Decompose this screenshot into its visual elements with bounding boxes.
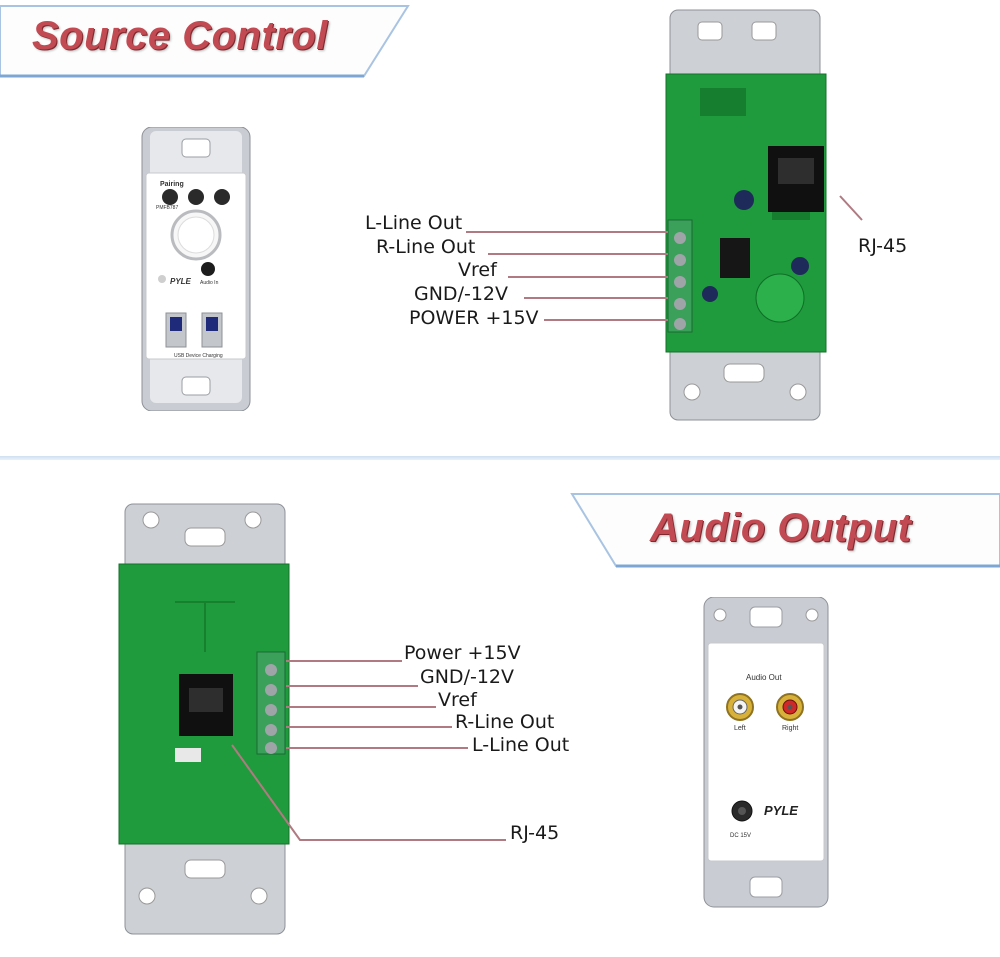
- source-control-title: Source Control: [32, 14, 328, 58]
- dc-label: DC 15V: [730, 833, 752, 839]
- audio-output-banner-shape: [570, 493, 1000, 568]
- source-control-banner-shape: [0, 5, 410, 78]
- leader-rj45-top: [839, 195, 863, 221]
- source-power-label: POWER +15V: [409, 307, 539, 329]
- source-gnd-label: GND/-12V: [414, 283, 508, 305]
- output-l-line-out-label: L-Line Out: [472, 734, 570, 756]
- source-l-line-out-label: L-Line Out: [365, 212, 463, 234]
- output-power-label: Power +15V: [404, 642, 521, 664]
- model-label: PMFB787: [156, 205, 179, 211]
- leader-out-rj45: [231, 744, 506, 841]
- output-r-line-out-label: R-Line Out: [455, 711, 555, 733]
- audio-output-title: Audio Output: [650, 506, 912, 550]
- output-vref-label: Vref: [438, 689, 477, 711]
- usb-charging-label: USB Device Charging: [174, 353, 223, 359]
- source-rj45-label: RJ-45: [858, 235, 908, 257]
- output-gnd-label: GND/-12V: [420, 666, 514, 688]
- pairing-label: Pairing: [160, 181, 184, 188]
- section-divider: [0, 456, 1000, 460]
- source-control-pcb: [665, 9, 827, 421]
- audio-out-label: Audio Out: [746, 673, 782, 682]
- output-rj45-label: RJ-45: [510, 822, 560, 844]
- source-vref-label: Vref: [458, 259, 497, 281]
- left-channel-label: Left: [734, 725, 746, 732]
- audio-output-wall-plate: Audio Out Left Right PYLE DC 15V: [700, 597, 832, 909]
- audio-output-pcb: [118, 503, 290, 935]
- output-brand-logo: PYLE: [764, 803, 798, 818]
- right-channel-label: Right: [782, 725, 799, 732]
- audio-in-label: Audio In: [200, 280, 219, 286]
- source-control-wall-plate: Pairing PMFB787 PYLE Audio In USB Device…: [138, 127, 254, 411]
- brand-logo: PYLE: [170, 277, 191, 286]
- source-r-line-out-label: R-Line Out: [376, 236, 476, 258]
